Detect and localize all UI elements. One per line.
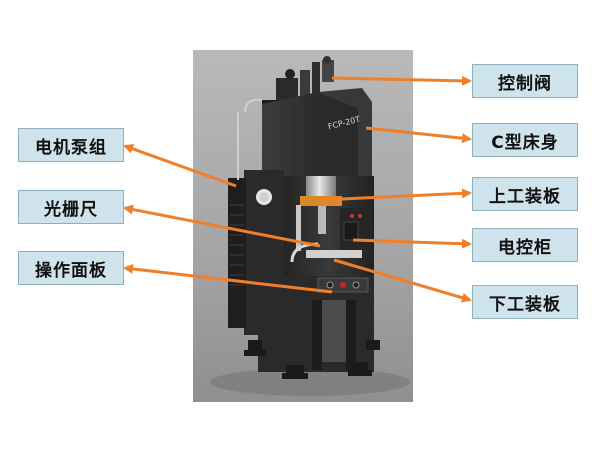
machine-base [258, 276, 374, 372]
label-upper-platen: 上工装板 [472, 177, 578, 211]
linear-scale [296, 205, 301, 251]
operation-panel [317, 277, 369, 293]
label-lower-platen: 下工装板 [472, 285, 578, 319]
machine-feet [244, 340, 380, 379]
arrow-electric-cabinet [352, 238, 472, 249]
arrow-upper-platen [319, 188, 472, 202]
lower-platen-plate [306, 250, 362, 258]
label-grating-ruler: 光栅尺 [18, 190, 124, 224]
label-electric-cabinet: 电控柜 [472, 228, 578, 262]
arrow-c-frame-body [365, 126, 472, 144]
arrow-grating-ruler [123, 204, 321, 248]
arrow-lower-platen [333, 258, 472, 303]
label-operation-panel: 操作面板 [18, 251, 124, 285]
c-frame-head: FCP-20T [262, 88, 372, 178]
label-control-valve: 控制阀 [472, 64, 578, 98]
arrow-motor-pump [123, 144, 237, 188]
label-motor-pump: 电机泵组 [18, 128, 124, 162]
leader-arrows [123, 75, 472, 303]
floor-shadow [210, 368, 410, 396]
electric-cabinet [340, 208, 372, 252]
arrow-operation-panel [123, 263, 333, 294]
arrow-control-valve [331, 75, 472, 86]
label-c-frame-body: C型床身 [472, 123, 578, 157]
